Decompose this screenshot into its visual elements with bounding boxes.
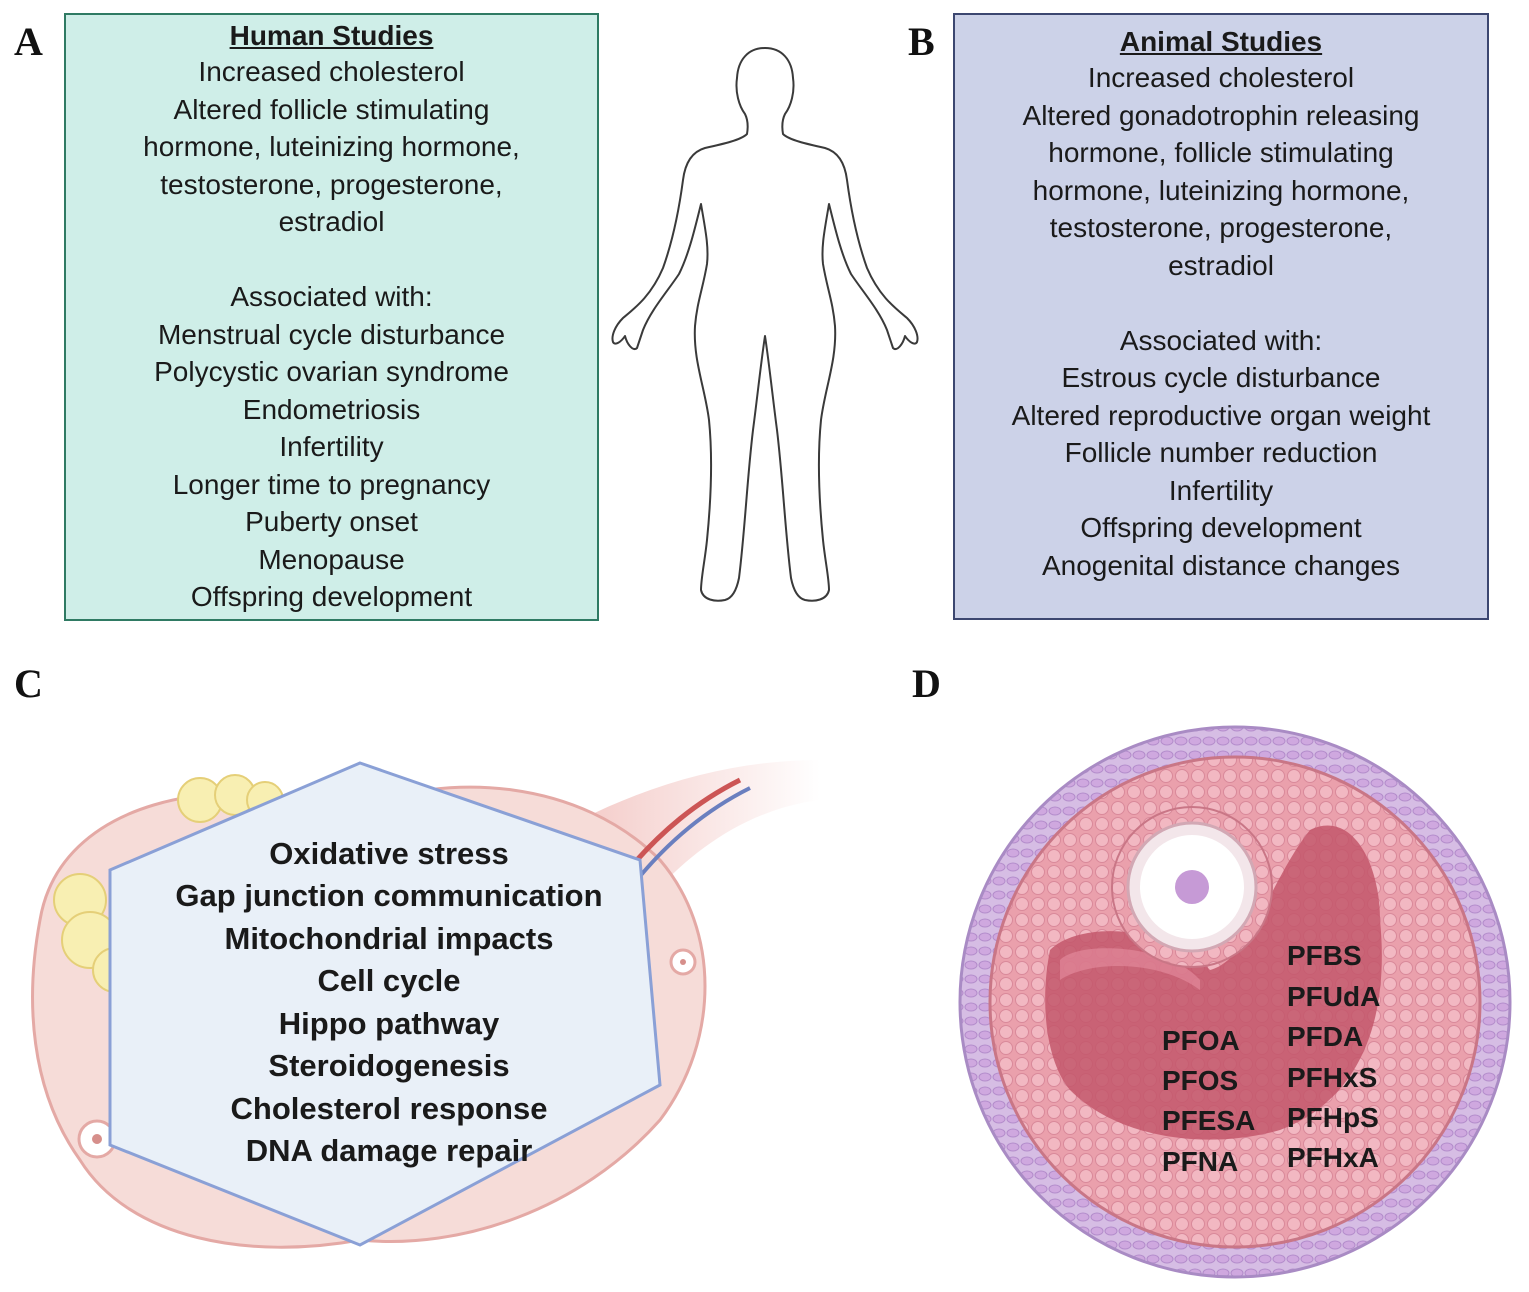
pfas-label: PFHpS <box>1287 1102 1379 1133</box>
animal-association: Follicle number reduction <box>1064 437 1378 468</box>
human-effect: hormone, luteinizing hormone, <box>143 131 520 162</box>
pfas-label: PFDA <box>1287 1021 1363 1052</box>
human-effect: Increased cholesterol <box>198 56 465 87</box>
panel-a-letter: A <box>14 19 43 64</box>
pfas-label: PFHxA <box>1287 1142 1379 1173</box>
animal-assoc-header: Associated with: <box>1119 324 1323 356</box>
human-association: Offspring development <box>190 581 473 612</box>
animal-association: Infertility <box>1168 474 1274 506</box>
human-association: Longer time to pregnancy <box>172 468 491 500</box>
human-silhouette-icon <box>611 47 919 602</box>
animal-association: Altered reproductive organ weight <box>1011 399 1431 431</box>
human-assoc-header: Associated with: <box>230 281 433 312</box>
antrum <box>1045 825 1382 1140</box>
human-studies-title: Human Studies <box>229 20 434 51</box>
small-follicle <box>669 948 697 976</box>
animal-effect: hormone, luteinizing hormone, <box>1032 174 1410 206</box>
animal-studies-title: Animal Studies <box>1119 26 1323 57</box>
mechanism-label: Gap junction communication <box>175 878 602 913</box>
animal-studies-box: Animal Studies Increased cholesterol Alt… <box>953 13 1489 620</box>
panel-c-letter: C <box>14 661 43 706</box>
human-effect: estradiol <box>278 206 385 237</box>
pfas-label: PFUdA <box>1287 981 1380 1012</box>
animal-effect: Increased cholesterol <box>1087 62 1355 93</box>
pfas-label: PFOS <box>1162 1065 1238 1096</box>
panel-b-letter: B <box>908 19 935 64</box>
human-association: Puberty onset <box>245 506 418 537</box>
pfas-label: PFHxS <box>1287 1062 1377 1093</box>
animal-association: Anogenital distance changes <box>1041 549 1401 581</box>
human-association: Endometriosis <box>242 393 421 425</box>
human-studies-box: Human Studies Increased cholesterol Alte… <box>64 13 599 621</box>
mechanisms-hexagon <box>108 761 662 1247</box>
mechanism-label: DNA damage repair <box>246 1133 533 1168</box>
human-association: Infertility <box>279 431 384 462</box>
human-association: Menstrual cycle disturbance <box>157 318 506 350</box>
pfas-label: PFBS <box>1287 940 1362 971</box>
pfas-label: PFNA <box>1162 1146 1238 1177</box>
human-association: Polycystic ovarian syndrome <box>154 356 509 387</box>
follicle-illustration: PFOA PFOS PFESA PFNA PFBS PFUdA PFDA PFH… <box>958 725 1512 1279</box>
animal-association: Estrous cycle disturbance <box>1061 362 1381 393</box>
oocyte-nucleus <box>1175 870 1209 904</box>
mechanism-label: Cell cycle <box>317 963 460 998</box>
mechanism-label: Cholesterol response <box>231 1091 548 1126</box>
human-effect: Altered follicle stimulating <box>173 93 490 125</box>
animal-effect: testosterone, progesterone, <box>1049 212 1393 243</box>
animal-association: Offspring development <box>1080 512 1362 543</box>
pfas-label: PFOA <box>1162 1025 1240 1056</box>
human-effect: testosterone, progesterone, <box>160 168 503 200</box>
animal-effect: Altered gonadotrophin releasing <box>1022 99 1420 131</box>
animal-effect: hormone, follicle stimulating <box>1048 137 1394 168</box>
pfas-label: PFESA <box>1162 1105 1255 1136</box>
mechanism-label: Mitochondrial impacts <box>225 921 554 956</box>
ovary-illustration: Oxidative stress Gap junction communicat… <box>31 760 820 1249</box>
mechanism-label: Hippo pathway <box>279 1006 500 1041</box>
mechanism-label: Oxidative stress <box>269 836 509 871</box>
mechanism-label: Steroidogenesis <box>268 1048 509 1083</box>
animal-effect: estradiol <box>1168 249 1274 281</box>
human-association: Menopause <box>258 543 405 575</box>
panel-d-letter: D <box>912 661 941 706</box>
